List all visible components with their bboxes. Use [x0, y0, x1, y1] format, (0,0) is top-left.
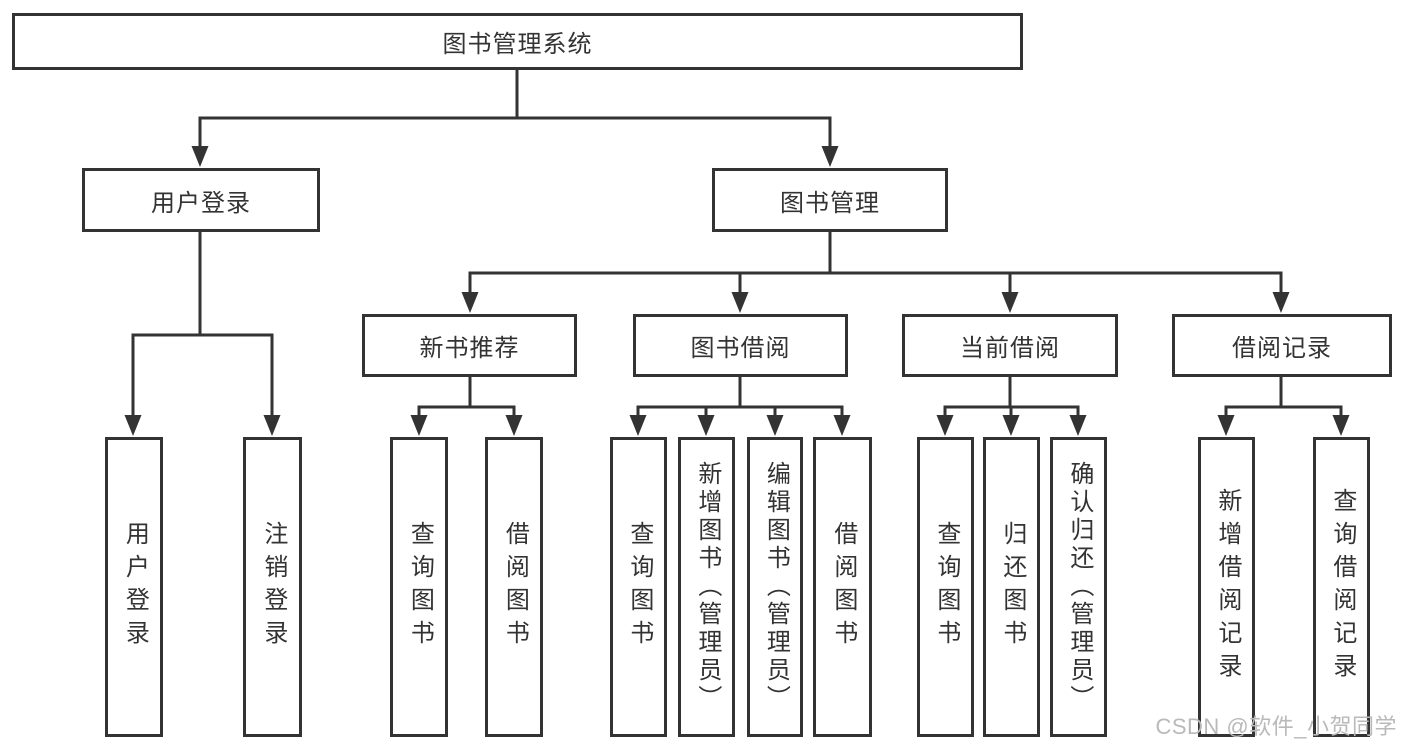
leaf-borrow-book-recommend: 借阅图书 — [485, 437, 543, 737]
leaf-edit-book-admin-label: 编辑图书（管理员） — [762, 461, 790, 713]
node-book-borrow: 图书借阅 — [633, 314, 848, 377]
leaf-borrow-book: 借阅图书 — [813, 437, 872, 737]
leaf-edit-book-admin: 编辑图书（管理员） — [747, 437, 803, 737]
node-user-login-label: 用户登录 — [151, 189, 251, 217]
leaf-borrow-book-recommend-label: 借阅图书 — [501, 521, 529, 653]
leaf-borrow-book-label: 借阅图书 — [829, 521, 857, 653]
leaf-add-borrow-record-label: 新增借阅记录 — [1213, 488, 1241, 686]
leaf-query-borrow-record-label: 查询借阅记录 — [1328, 488, 1356, 686]
node-new-book-recommend: 新书推荐 — [362, 314, 577, 377]
node-book-management: 图书管理 — [712, 168, 948, 232]
node-root-label: 图书管理系统 — [442, 31, 593, 58]
watermark: CSDN @软件_小贺同学 — [1155, 714, 1397, 739]
arrowheads — [124, 146, 1350, 436]
leaf-confirm-return-admin: 确认归还（管理员） — [1050, 437, 1107, 737]
leaf-return-book: 归还图书 — [983, 437, 1040, 737]
edge-current-to-leaves — [943, 377, 1080, 419]
leaf-user-login-label: 用户登录 — [121, 521, 149, 653]
leaf-add-book-admin-label: 新增图书（管理员） — [693, 461, 721, 713]
node-user-login: 用户登录 — [82, 168, 320, 232]
edge-root-to-level2 — [198, 70, 832, 149]
node-borrow-records: 借阅记录 — [1172, 314, 1392, 377]
leaf-query-book-current: 查询图书 — [917, 437, 974, 737]
leaf-logout: 注销登录 — [243, 437, 302, 737]
leaf-add-borrow-record: 新增借阅记录 — [1198, 437, 1255, 737]
leaf-return-book-label: 归还图书 — [998, 521, 1026, 653]
node-root: 图书管理系统 — [12, 13, 1023, 70]
leaf-query-borrow-record: 查询借阅记录 — [1313, 437, 1370, 737]
leaf-logout-label: 注销登录 — [259, 521, 287, 653]
edge-borrow-to-leaves — [636, 377, 844, 419]
leaf-query-book-recommend-label: 查询图书 — [406, 521, 434, 653]
leaf-query-book-borrow-label: 查询图书 — [625, 521, 653, 653]
leaf-confirm-return-admin-label: 确认归还（管理员） — [1065, 461, 1093, 713]
node-borrow-records-label: 借阅记录 — [1232, 335, 1332, 362]
leaf-query-book-current-label: 查询图书 — [932, 521, 960, 653]
node-new-book-recommend-label: 新书推荐 — [419, 335, 520, 362]
leaf-add-book-admin: 新增图书（管理员） — [678, 437, 735, 737]
node-current-borrow-label: 当前借阅 — [960, 335, 1060, 362]
leaf-query-book-recommend: 查询图书 — [390, 437, 448, 737]
node-book-management-label: 图书管理 — [780, 189, 880, 217]
leaf-user-login: 用户登录 — [105, 437, 163, 737]
leaf-query-book-borrow: 查询图书 — [610, 437, 667, 737]
node-book-borrow-label: 图书借阅 — [690, 335, 791, 362]
edge-userlogin-to-leaves — [131, 232, 274, 419]
edge-records-to-leaves — [1224, 377, 1343, 419]
edge-bookmgmt-to-level3 — [468, 232, 1283, 296]
node-current-borrow: 当前借阅 — [902, 314, 1118, 377]
edge-recommend-to-leaves — [417, 377, 516, 419]
